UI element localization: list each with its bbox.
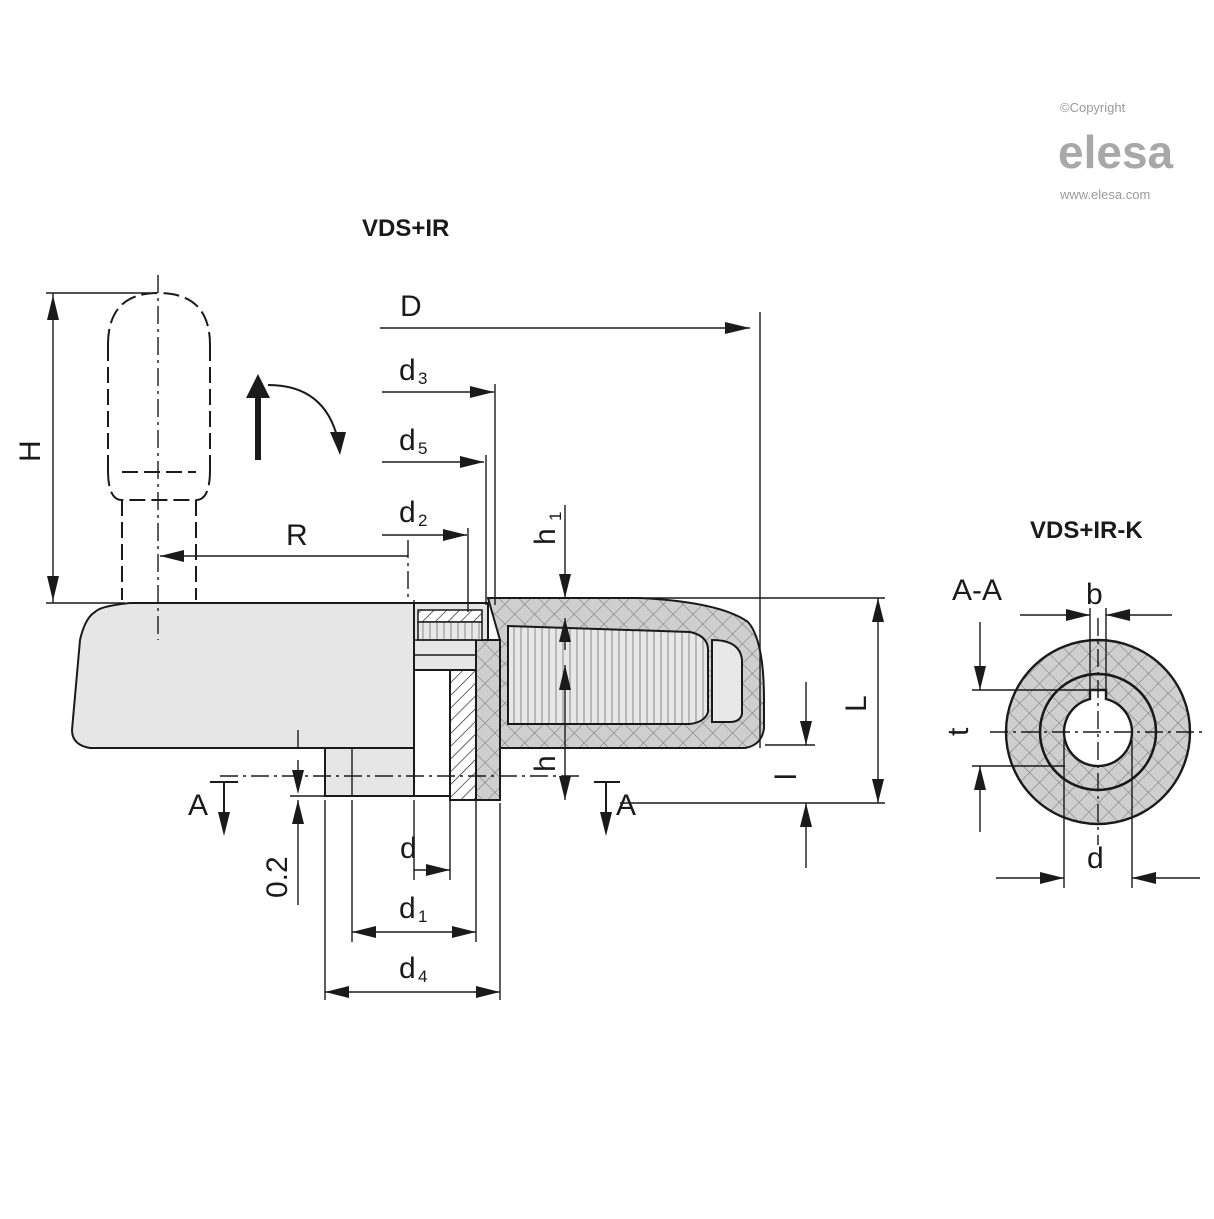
dimension-d4: d 4 bbox=[324, 800, 501, 1000]
section-view-title: VDS+IR-K bbox=[1030, 517, 1143, 544]
dimension-R: R bbox=[160, 519, 408, 562]
svg-text:d: d bbox=[399, 424, 416, 457]
svg-text:h: h bbox=[529, 755, 562, 772]
copyright-label: ©Copyright bbox=[1060, 100, 1126, 115]
svg-text:d: d bbox=[1087, 842, 1104, 875]
svg-text:t: t bbox=[942, 727, 975, 736]
dimension-l: l bbox=[765, 682, 815, 868]
dimension-d: d bbox=[400, 800, 451, 880]
svg-text:d: d bbox=[400, 832, 417, 865]
svg-text:l: l bbox=[770, 773, 803, 780]
svg-text:d: d bbox=[399, 892, 416, 925]
svg-text:D: D bbox=[400, 290, 422, 323]
svg-text:A: A bbox=[616, 789, 636, 822]
dimension-b: b bbox=[1020, 578, 1172, 690]
revolving-handle bbox=[107, 275, 211, 640]
svg-text:1: 1 bbox=[546, 512, 565, 521]
brand-wordmark: elesa bbox=[1058, 126, 1174, 178]
dimension-d-section: d bbox=[996, 740, 1200, 888]
svg-text:L: L bbox=[840, 695, 873, 712]
fold-rotation-arrow-icon bbox=[246, 374, 346, 460]
svg-text:2: 2 bbox=[418, 511, 427, 530]
dimension-D: D bbox=[380, 290, 761, 748]
dimension-d1: d 1 bbox=[351, 800, 477, 942]
svg-text:3: 3 bbox=[418, 369, 427, 388]
dimension-h: h bbox=[529, 665, 571, 800]
section-marker-A-right: A bbox=[594, 781, 636, 836]
main-view-title: VDS+IR bbox=[362, 215, 449, 242]
svg-text:0.2: 0.2 bbox=[261, 856, 294, 898]
website-label: www.elesa.com bbox=[1059, 187, 1150, 202]
svg-text:b: b bbox=[1086, 578, 1103, 611]
svg-text:d: d bbox=[399, 952, 416, 985]
dimension-t: t bbox=[942, 622, 1092, 832]
section-marker-A-left: A bbox=[188, 781, 238, 836]
svg-text:d: d bbox=[399, 496, 416, 529]
section-view-A-A: A-A bbox=[952, 574, 1205, 845]
dimension-H: H bbox=[14, 292, 150, 604]
svg-text:R: R bbox=[286, 519, 308, 552]
svg-text:1: 1 bbox=[418, 907, 427, 926]
dimension-d2: d 2 bbox=[382, 496, 469, 612]
svg-text:d: d bbox=[399, 354, 416, 387]
dimension-gap: 0.2 bbox=[261, 730, 330, 905]
section-label: A-A bbox=[952, 574, 1002, 607]
handwheel-body bbox=[70, 597, 765, 801]
svg-text:5: 5 bbox=[418, 439, 427, 458]
dimension-L: L bbox=[600, 597, 885, 804]
dimension-h1: h 1 bbox=[529, 505, 571, 650]
svg-text:4: 4 bbox=[418, 967, 427, 986]
dimension-d3: d 3 bbox=[382, 354, 496, 605]
svg-text:h: h bbox=[529, 528, 562, 545]
svg-text:H: H bbox=[14, 440, 47, 462]
svg-text:A: A bbox=[188, 789, 208, 822]
dimension-d5: d 5 bbox=[382, 424, 487, 605]
elesa-logo: ©Copyright elesa www.elesa.com bbox=[1058, 100, 1174, 202]
